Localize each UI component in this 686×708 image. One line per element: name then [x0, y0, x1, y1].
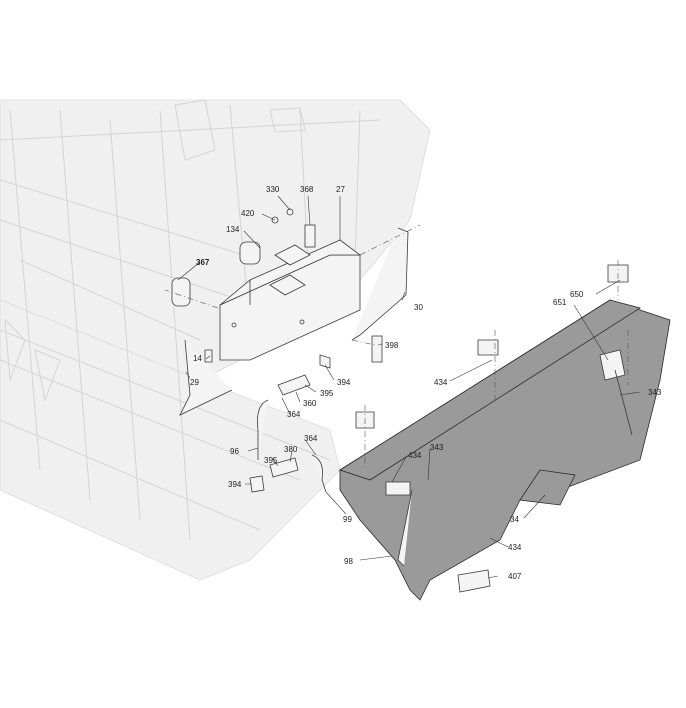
filter-element-367	[171, 277, 191, 307]
valve-398	[371, 335, 383, 363]
callout-96: 96	[230, 447, 239, 456]
hose-99	[311, 454, 327, 493]
callout-134: 134	[226, 225, 240, 234]
filter-element-134	[239, 241, 261, 265]
ghost-frame-ribs	[9, 104, 361, 541]
callout-360: 360	[303, 399, 317, 408]
hose-96	[257, 399, 269, 460]
all-leaders	[177, 195, 641, 579]
hydraulic-tank-assembly	[171, 208, 362, 369]
fitting-14	[204, 349, 213, 363]
tank-port	[231, 322, 237, 328]
callout-343a: 343	[648, 388, 662, 397]
tube-30	[351, 227, 409, 341]
callout-29: 29	[190, 378, 199, 387]
bolt-330	[286, 208, 294, 216]
fender-cutout	[519, 469, 576, 506]
callout-420: 420	[241, 209, 255, 218]
callout-394b: 394	[228, 480, 242, 489]
callout-labels: 330 368 27 420 134 367 30 398 14 29 394 …	[190, 185, 662, 581]
callout-364a: 364	[287, 410, 301, 419]
callout-434c: 434	[508, 543, 522, 552]
coupling-360	[277, 374, 311, 396]
tank-cover-plate	[274, 244, 311, 266]
tube-29	[179, 339, 233, 416]
callout-99: 99	[343, 515, 352, 524]
tank-centerlines	[164, 224, 421, 346]
tank-port-2	[299, 319, 305, 325]
centerlines	[164, 224, 629, 470]
callout-650: 650	[570, 290, 584, 299]
callout-98: 98	[344, 557, 353, 566]
leader-lines	[177, 195, 641, 579]
callout-14: 14	[193, 354, 202, 363]
callout-434a: 434	[434, 378, 448, 387]
callout-367: 367	[196, 258, 210, 267]
callout-330: 330	[266, 185, 280, 194]
fender-top-edge	[339, 299, 641, 481]
tank-filler-opening	[269, 274, 306, 296]
rod-343	[614, 369, 633, 436]
rod-98	[397, 489, 413, 567]
fender-centerlines	[364, 260, 629, 470]
callout-364b: 364	[304, 434, 318, 443]
callout-395a: 395	[320, 389, 334, 398]
callout-27: 27	[336, 185, 345, 194]
callout-30: 30	[414, 303, 423, 312]
coupling-380	[269, 457, 299, 478]
callout-395b: 395	[264, 456, 278, 465]
callout-343b: 343	[430, 443, 444, 452]
callout-398: 398	[385, 341, 399, 350]
ghost-frame-brackets	[4, 318, 61, 402]
strap-651	[599, 349, 626, 381]
callout-434b: 434	[408, 451, 422, 460]
fender-housing	[339, 264, 671, 601]
fitting-394-lower	[249, 475, 265, 493]
ghost-frame-plates	[174, 99, 306, 161]
callout-651: 651	[553, 298, 567, 307]
tank-top-face	[219, 239, 362, 306]
callout-34: 34	[510, 515, 519, 524]
bracket-407	[457, 569, 491, 593]
bracket-434-upper	[477, 339, 499, 356]
callout-368: 368	[300, 185, 314, 194]
callout-394a: 394	[337, 378, 351, 387]
fender-34-body	[339, 299, 671, 601]
fitting-394-upper	[319, 354, 331, 369]
bracket-434-side	[385, 481, 411, 496]
callout-380: 380	[284, 445, 298, 454]
hoses-and-tubes	[179, 227, 409, 493]
callout-407: 407	[508, 572, 522, 581]
breather-368	[304, 224, 316, 248]
